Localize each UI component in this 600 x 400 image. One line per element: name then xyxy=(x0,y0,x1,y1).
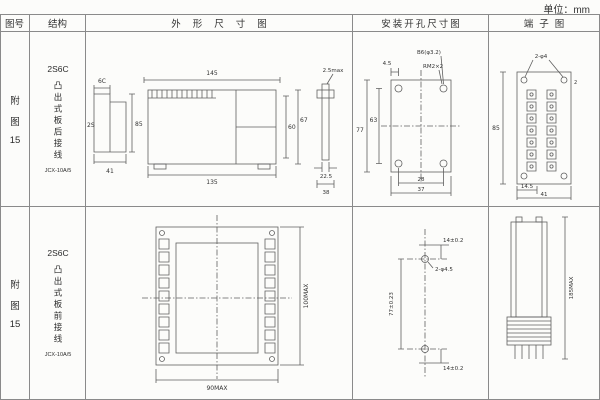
header-divider xyxy=(0,31,600,32)
side-view-small: 6C 2S 85 41 xyxy=(87,78,143,175)
dim-label: 185MAX xyxy=(569,276,575,299)
mounting-plate xyxy=(381,70,461,182)
table-left-border xyxy=(0,14,1,400)
dim-label: 4.5 xyxy=(383,61,392,67)
relay-code: JCX-10A/5 xyxy=(44,352,72,359)
dim-label: 2-φ4.5 xyxy=(435,267,453,273)
dim-label: 2.5max xyxy=(323,68,344,74)
dim-label: 28 xyxy=(418,177,425,183)
fig-char-2: 图 xyxy=(10,116,20,128)
col-line-1 xyxy=(29,14,30,400)
fig-char-2: 图 xyxy=(10,300,20,312)
relay-code: JCX-10A/5 xyxy=(44,168,72,175)
relay-side-view xyxy=(506,216,552,359)
dim-label: 14.5 xyxy=(521,184,534,190)
col-line-3 xyxy=(352,14,353,400)
fig-char-1: 附 xyxy=(10,279,20,291)
structure-desc: 凸出式板前接线 xyxy=(53,264,63,346)
mounting-dims: 4.5 B6(φ3.2) RM2×2 77 63 28 37 xyxy=(356,50,452,196)
front-view xyxy=(142,215,292,379)
dim-label: 100MAX xyxy=(303,284,310,309)
model-label: 2S6C xyxy=(47,63,69,74)
mounting-dims: 14±0.2 2-φ4.5 77±0.23 14±0.2 xyxy=(389,238,463,372)
mounting-drawing-row2: 14±0.2 2-φ4.5 77±0.23 14±0.2 xyxy=(389,229,463,377)
fig-number: 15 xyxy=(9,134,21,146)
header-terminal: 端子图 xyxy=(523,19,571,30)
dim-label: B6(φ3.2) xyxy=(417,50,441,56)
dim-label: 37 xyxy=(418,187,425,193)
dim-label: 41 xyxy=(541,192,548,198)
dim-label: 145 xyxy=(206,70,218,77)
dim-label: 22.5 xyxy=(320,174,333,180)
structure-cell-row2: 2S6C 凸出式板前接线 JCX-10A/5 xyxy=(31,207,85,399)
header-outline: 外形尺寸图 xyxy=(171,19,279,30)
model-label: 2S6C xyxy=(47,247,69,258)
dim-label: 85 xyxy=(492,125,500,132)
dim-label: 90MAX xyxy=(206,385,227,392)
dim-label: 85 xyxy=(135,121,143,128)
structure-desc: 凸出式板后接线 xyxy=(53,80,63,162)
dim-label: 60 xyxy=(288,124,296,131)
structure-cell-row1: 2S6C 凸出式板后接线 JCX-10A/5 xyxy=(31,32,85,206)
unit-label: 单位：mm xyxy=(543,5,590,16)
mounting-drawing-row1: 4.5 B6(φ3.2) RM2×2 77 63 28 37 xyxy=(356,50,461,196)
fig-char-1: 附 xyxy=(10,95,20,107)
terminal-drawing-row2: 185MAX xyxy=(506,216,575,360)
dim-label: 63 xyxy=(370,117,378,124)
terminal-dims: 85 14.5 41 xyxy=(492,71,572,200)
dim-label: 2-φ4 xyxy=(535,54,548,60)
terminal-dims: 185MAX xyxy=(562,216,575,360)
dim-label: 6C xyxy=(98,78,106,85)
terminal-drawing-row1: 2-φ4 2 85 14.5 41 xyxy=(492,54,577,200)
dim-label: 77±0.23 xyxy=(389,292,395,316)
dim-label: 67 xyxy=(300,117,308,124)
side-profile: 2.5max 22.5 38 xyxy=(314,68,344,196)
outline-drawing-row1: 6C 2S 85 41 145 135 60 67 2.5max xyxy=(87,68,344,196)
front-view: 145 135 60 67 xyxy=(143,70,308,186)
outline-drawing-row2: 100MAX 90MAX xyxy=(142,215,310,392)
header-mounting: 安装开孔尺寸图 xyxy=(381,19,462,30)
dim-label: 77 xyxy=(356,127,364,134)
fig-number: 15 xyxy=(9,318,21,330)
table-top-border xyxy=(0,14,600,15)
header-structure: 结构 xyxy=(47,19,67,30)
terminal-number: 2 xyxy=(574,80,577,86)
terminal-front: 2-φ4 2 xyxy=(516,54,577,185)
col-line-4 xyxy=(488,14,489,400)
dim-label: 14±0.2 xyxy=(443,238,463,244)
col-line-2 xyxy=(85,14,86,400)
dim-label: 135 xyxy=(206,179,218,186)
dim-label: 14±0.2 xyxy=(443,366,463,372)
header-fig-no: 图号 xyxy=(4,19,24,30)
dim-label: 2S xyxy=(87,122,95,129)
row-divider xyxy=(0,206,600,207)
fig-cell-row2: 附 图 15 xyxy=(1,207,29,399)
mounting-holes xyxy=(407,229,447,377)
outline-dims: 100MAX 90MAX xyxy=(155,226,310,392)
dim-label: 41 xyxy=(106,168,114,175)
fig-cell-row1: 附 图 15 xyxy=(1,32,29,206)
dim-label: RM2×2 xyxy=(423,64,443,70)
dim-label: 38 xyxy=(323,190,330,196)
